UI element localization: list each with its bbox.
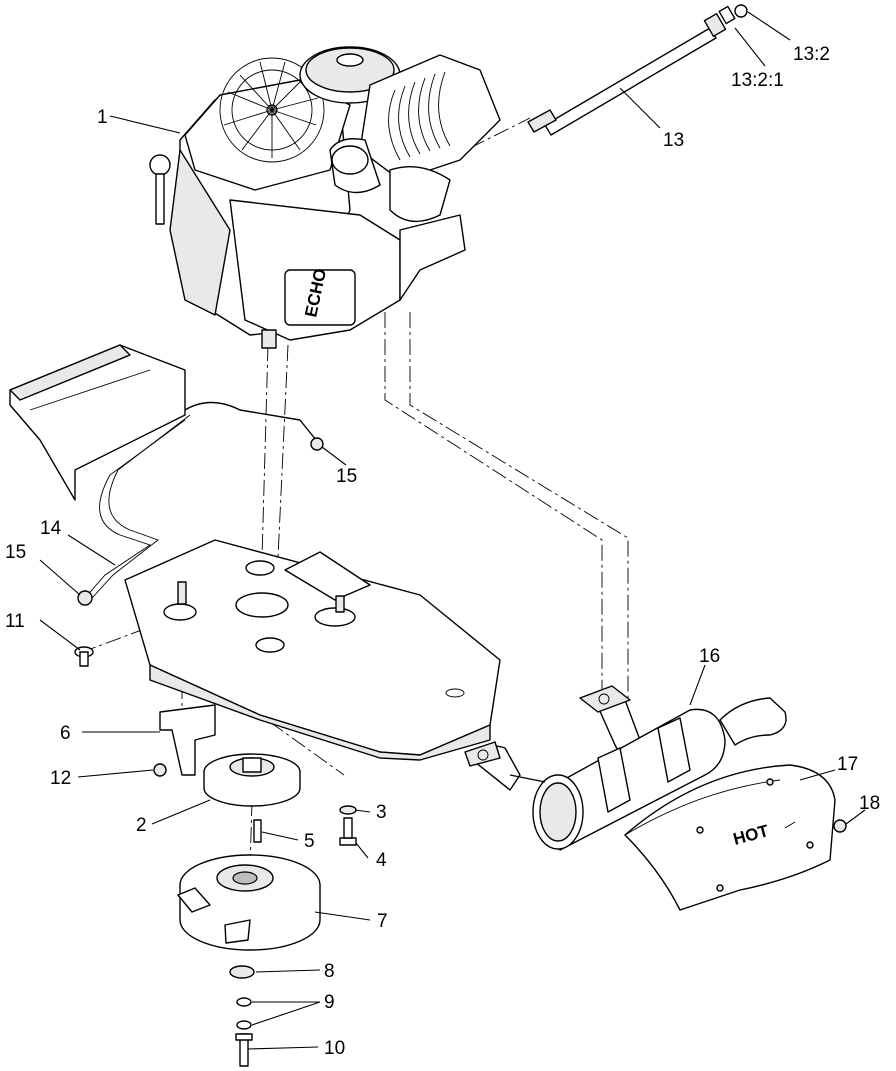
callout-16: 16 <box>699 646 720 667</box>
callout-2: 2 <box>136 815 147 836</box>
callout-18: 18 <box>859 793 880 814</box>
callout-3: 3 <box>376 802 387 823</box>
callout-8: 8 <box>324 961 335 982</box>
muffler-assembly <box>464 685 787 851</box>
callout-7: 7 <box>377 911 388 932</box>
callout-9: 9 <box>324 992 335 1013</box>
callout-1: 1 <box>97 107 108 128</box>
callout-15-upper: 15 <box>336 466 357 487</box>
heat-shield: HOT <box>624 764 836 911</box>
hardware <box>74 437 847 1067</box>
callouts: 1 2 3 4 5 6 7 8 9 10 11 12 13 13:2 13:2:… <box>5 44 880 1059</box>
callout-4: 4 <box>376 850 387 871</box>
callout-17: 17 <box>837 754 858 775</box>
callout-10: 10 <box>324 1038 345 1059</box>
hose-assembly <box>527 4 748 136</box>
engine-assembly: ECHO <box>149 46 501 349</box>
callout-13-2-1: 13:2:1 <box>731 70 784 91</box>
callout-14: 14 <box>40 518 62 539</box>
control-bracket <box>9 344 321 599</box>
callout-6: 6 <box>60 723 71 744</box>
leader-lines <box>39 11 866 1050</box>
engine-mount-plate <box>124 539 501 761</box>
callout-5: 5 <box>304 831 315 852</box>
callout-13: 13 <box>663 130 684 151</box>
callout-13-2: 13:2 <box>793 44 830 65</box>
callout-15-lower: 15 <box>5 542 26 563</box>
callout-11: 11 <box>5 611 25 632</box>
callout-12: 12 <box>50 768 71 789</box>
